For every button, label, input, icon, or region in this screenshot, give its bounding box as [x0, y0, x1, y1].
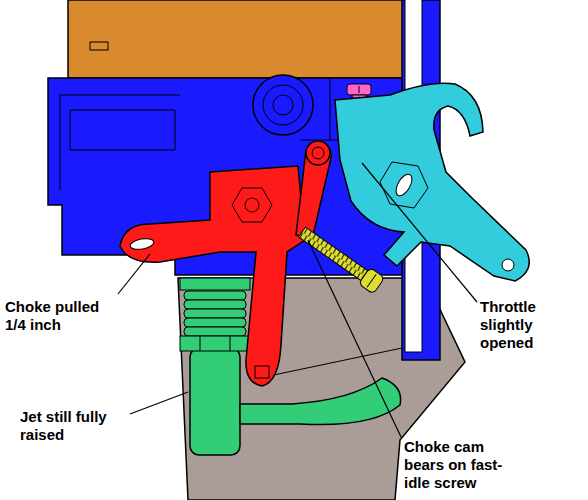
- leader-lines: [118, 163, 477, 437]
- jet-upper-nut: [180, 278, 250, 290]
- nut-flat: [200, 336, 201, 351]
- throttle-slot: [393, 172, 415, 199]
- block-notch: [90, 42, 108, 50]
- choke-lever: [120, 166, 305, 386]
- choke-cam-arm: [296, 142, 331, 240]
- choke-cam-pivot: [306, 141, 330, 165]
- dashpot-block: [68, 0, 403, 78]
- fast-idle-screw: [296, 224, 384, 294]
- spindle-ring: [263, 85, 303, 125]
- jet-lower-nut: [180, 336, 250, 351]
- jet-spring: [184, 291, 246, 336]
- nut-flat: [230, 336, 231, 351]
- screw-slot: [359, 86, 360, 93]
- choke-cable-slot: [129, 237, 154, 251]
- spindle-hole: [273, 95, 293, 115]
- callout-label: Throttle slightly opened: [480, 298, 562, 352]
- choke-link-pin: [255, 366, 269, 378]
- callout-label: Choke pulled 1/4 inch: [5, 298, 117, 334]
- throttle-stop-screw-head: [347, 84, 371, 95]
- choke-hex-nut: [232, 188, 272, 222]
- choke-spindle: [245, 198, 259, 212]
- callout-label: Choke cam bears on fast-idle screw: [404, 438, 520, 492]
- jet-tube: [190, 348, 240, 455]
- pivot-hole: [312, 147, 324, 159]
- callout-label: Jet still fully raised: [20, 408, 138, 444]
- throttle-hole: [502, 259, 514, 271]
- throttle-nut: [380, 162, 428, 208]
- spindle-boss: [253, 75, 313, 135]
- throttle-lever: [335, 83, 529, 281]
